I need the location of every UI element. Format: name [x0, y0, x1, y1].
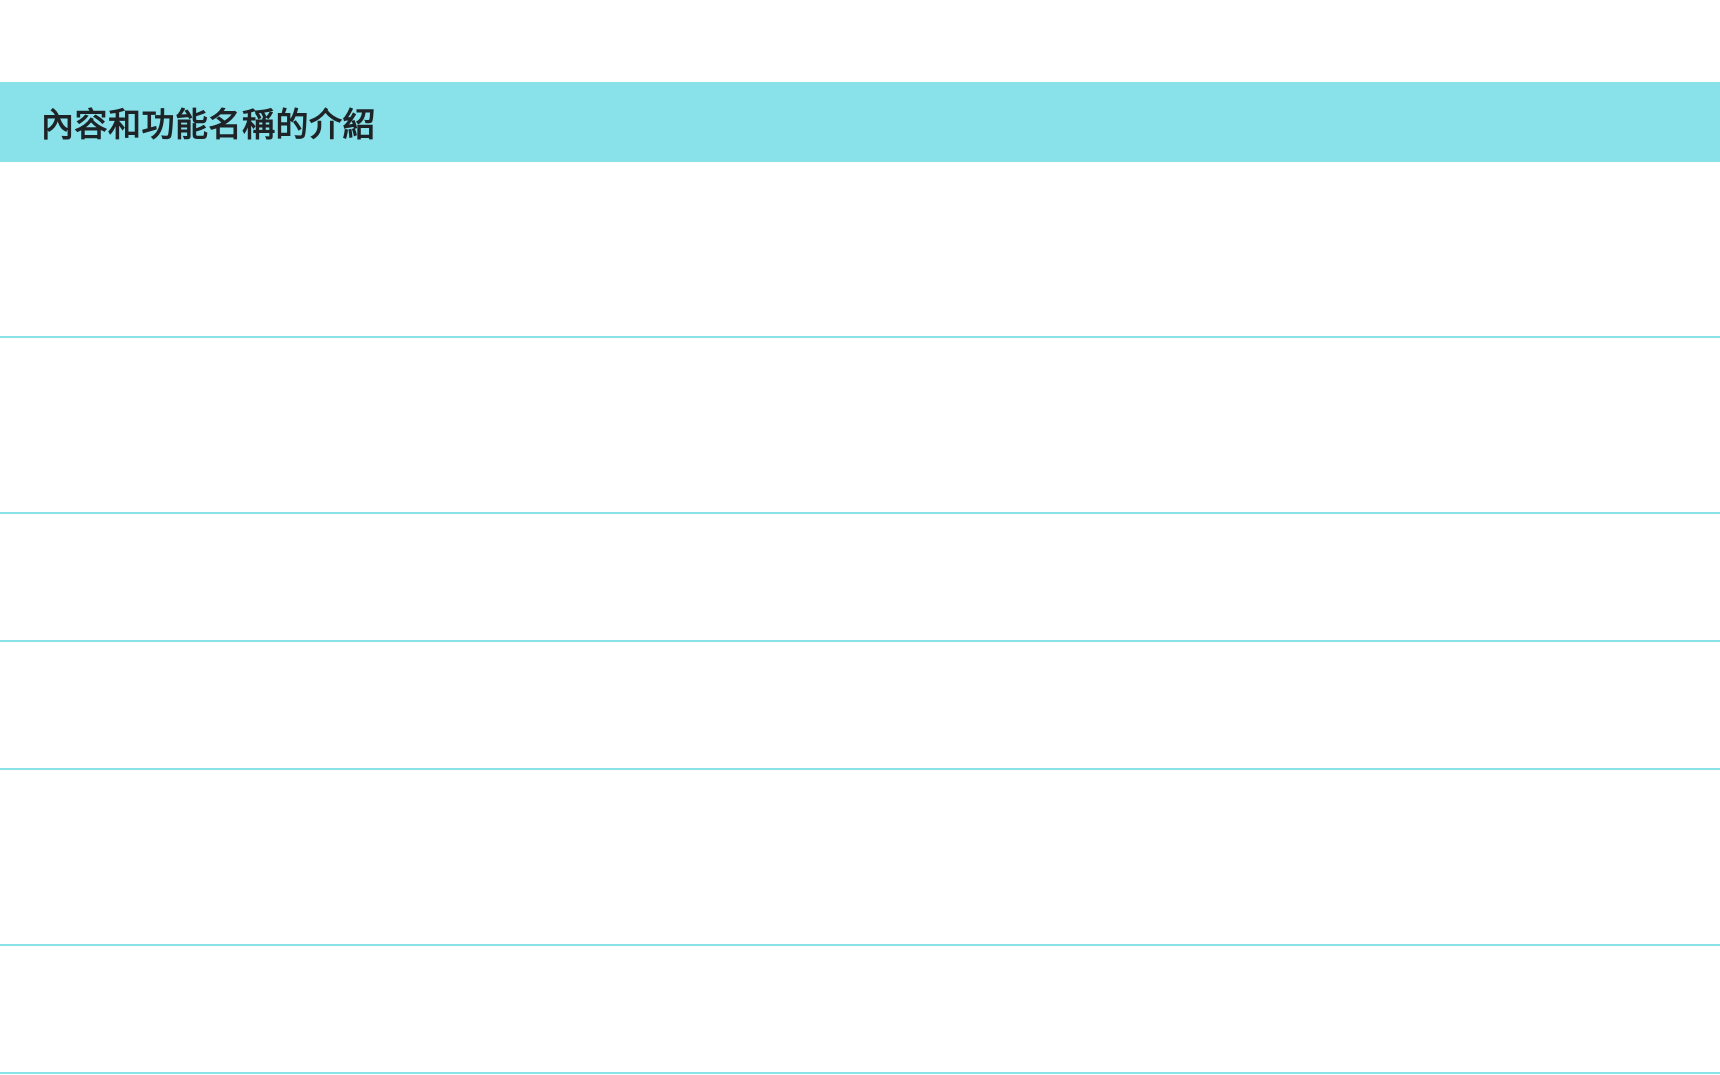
section-header: 內容和功能名稱的介紹: [0, 82, 1720, 162]
top-spacer: [0, 0, 1720, 82]
section-title: 內容和功能名稱的介紹: [41, 105, 376, 144]
content-row: [0, 642, 1720, 770]
content-rows: [0, 162, 1720, 1074]
content-row: [0, 162, 1720, 338]
content-row: [0, 946, 1720, 1074]
content-row: [0, 514, 1720, 642]
content-row: [0, 338, 1720, 514]
content-row: [0, 770, 1720, 946]
